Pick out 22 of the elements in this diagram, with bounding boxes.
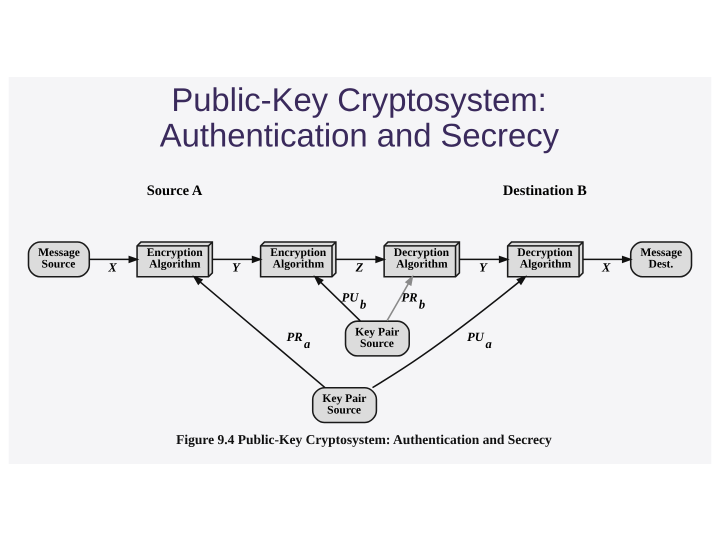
arrow — [386, 274, 414, 321]
node-box: Message Dest. — [630, 240, 692, 278]
arrow — [460, 255, 510, 263]
arrow — [192, 274, 326, 388]
arrow — [89, 255, 140, 263]
caption: Figure 9.4 Public-Key Cryptosystem: Authentication and Secrecy — [176, 431, 552, 446]
label: Destination B — [502, 182, 587, 199]
edge-label: X — [602, 260, 610, 274]
edge-label: Y — [232, 260, 240, 274]
arrow — [336, 255, 386, 263]
arrow — [313, 274, 361, 321]
edge-label: Y — [479, 260, 487, 274]
node-box: Key Pair Source — [312, 386, 378, 423]
diagram-title: Public-Key Cryptosystem: Authentication and Secrecy — [160, 80, 560, 154]
arrow — [372, 274, 528, 388]
edge-label: Z — [356, 260, 364, 274]
label: Source A — [146, 182, 202, 199]
node-box: Key Pair Source — [344, 320, 410, 356]
edge-label: X — [108, 260, 117, 274]
node-box: Message Source — [28, 240, 90, 278]
arrow — [212, 255, 263, 263]
arrow — [583, 255, 633, 263]
